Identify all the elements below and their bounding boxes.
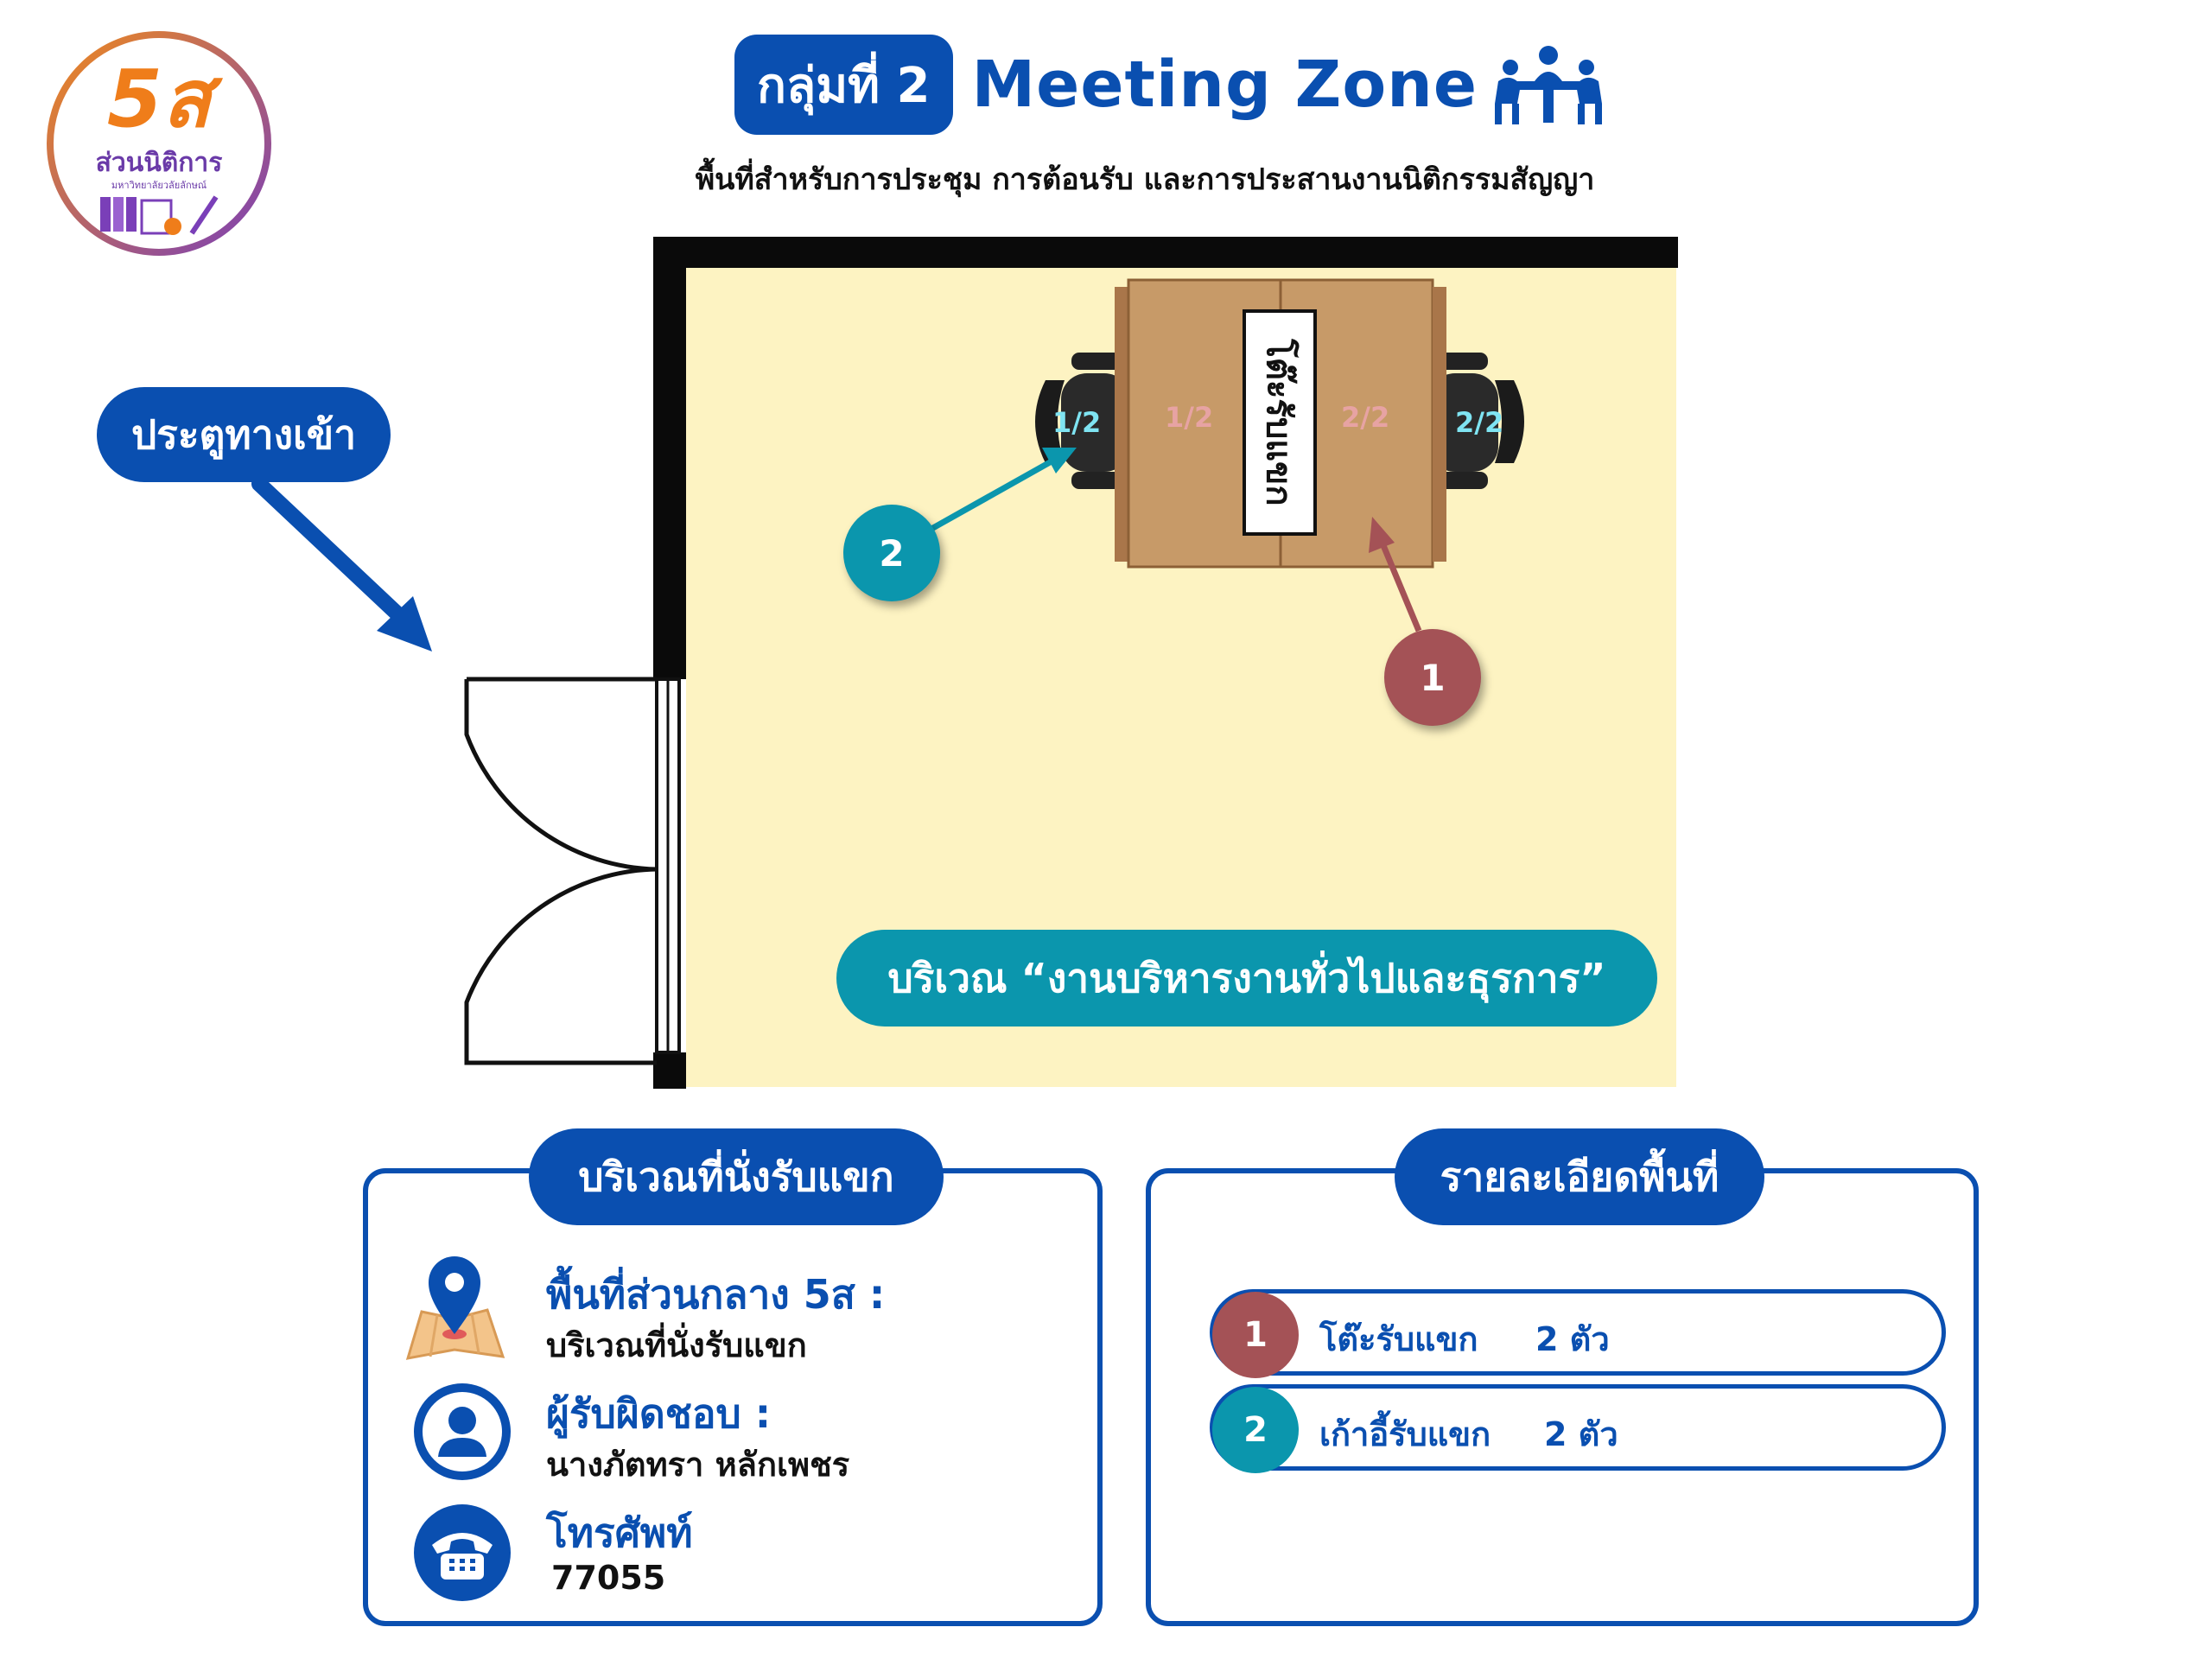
entrance-label: ประตูทางเข้า bbox=[97, 387, 391, 482]
reception-panel-heading: บริเวณที่นั่งรับแขก bbox=[529, 1128, 944, 1225]
top-wall bbox=[653, 237, 1678, 268]
page-title: Meeting Zone bbox=[971, 48, 1478, 122]
floor-plan: โต๊ะรับแขก 1/2 1/2 2/2 2/2 1 2 ประตูทางเ… bbox=[97, 237, 1678, 1089]
chair-left-seat-label: 1/2 bbox=[1052, 406, 1102, 439]
phone-value: 77055 bbox=[551, 1559, 666, 1597]
details-panel-heading: รายละเอียดพื้นที่ bbox=[1395, 1128, 1764, 1225]
door-swing bbox=[464, 677, 658, 1065]
owner-value: นางภัตทรา หลักเพชร bbox=[546, 1446, 850, 1484]
logo-sub-name: มหาวิทยาลัยวลัยลักษณ์ bbox=[111, 180, 207, 191]
logo-emblem: 5ส ส่วนนิติการ มหาวิทยาลัยวลัยลักษณ์ bbox=[47, 31, 271, 256]
marker-2: 2 bbox=[843, 505, 940, 601]
map-pin-icon bbox=[405, 1256, 505, 1360]
area-label: บริเวณ “งานบริหารงานทั่วไปและธุรการ” bbox=[836, 930, 1657, 1027]
area-title: พื้นที่ส่วนกลาง 5ส : bbox=[546, 1271, 886, 1318]
entrance-arrow bbox=[251, 476, 432, 652]
binders-icon bbox=[100, 195, 219, 235]
desk-right-seat-label: 2/2 bbox=[1341, 401, 1390, 434]
telephone-icon bbox=[414, 1504, 511, 1601]
area-details-panel: รายละเอียดพื้นที่ 1 โต๊ะรับแขก 2 ตัว 2 เ… bbox=[1146, 1128, 1979, 1626]
detail-row-1-label: โต๊ะรับแขก bbox=[1319, 1320, 1478, 1358]
reception-desk-label: โต๊ะรับแขก bbox=[1243, 309, 1317, 536]
detail-row-2: 2 เก้าอี้รับแขก 2 ตัว bbox=[1210, 1384, 1946, 1473]
reception-area-panel: บริเวณที่นั่งรับแขก พื้นที่ส่วนกลาง 5ส :… bbox=[363, 1128, 1103, 1626]
left-wall-upper bbox=[653, 237, 686, 679]
detail-row-1-badge: 1 bbox=[1212, 1292, 1299, 1378]
detail-row-2-label: เก้าอี้รับแขก bbox=[1319, 1415, 1491, 1453]
area-value: บริเวณที่นั่งรับแขก bbox=[546, 1326, 807, 1364]
detail-row-1: 1 โต๊ะรับแขก 2 ตัว bbox=[1210, 1289, 1946, 1378]
chair-right-seat-label: 2/2 bbox=[1455, 406, 1504, 439]
detail-row-2-qty: 2 ตัว bbox=[1544, 1415, 1618, 1453]
reception-desk-text: โต๊ะรับแขก bbox=[1259, 339, 1300, 506]
phone-title: โทรศัพท์ bbox=[546, 1510, 693, 1556]
owner-title: ผู้รับผิดชอบ : bbox=[546, 1390, 772, 1437]
marker-1: 1 bbox=[1384, 629, 1481, 726]
marker-1-arrow bbox=[1369, 517, 1422, 632]
person-icon bbox=[414, 1383, 511, 1480]
logo-name: ส่วนนิติการ bbox=[96, 148, 223, 178]
logo-big-text: 5ส bbox=[107, 53, 224, 145]
chair-left-icon bbox=[1035, 353, 1130, 489]
page-subtitle: พื้นที่สำหรับการประชุม การต้อนรับ และการ… bbox=[695, 162, 1595, 197]
meeting-icon bbox=[1495, 46, 1603, 124]
group-badge: กลุ่มที่ 2 bbox=[734, 35, 953, 135]
desk-left-seat-label: 1/2 bbox=[1165, 401, 1214, 434]
detail-row-1-qty: 2 ตัว bbox=[1535, 1320, 1610, 1358]
logo: 5ส ส่วนนิติการ มหาวิทยาลัยวลัยลักษณ์ bbox=[43, 24, 275, 263]
marker-2-arrow bbox=[930, 448, 1077, 532]
header: กลุ่มที่ 2 Meeting Zone bbox=[734, 35, 1609, 135]
detail-row-2-badge: 2 bbox=[1212, 1387, 1299, 1473]
left-wall-lower bbox=[653, 1052, 686, 1089]
